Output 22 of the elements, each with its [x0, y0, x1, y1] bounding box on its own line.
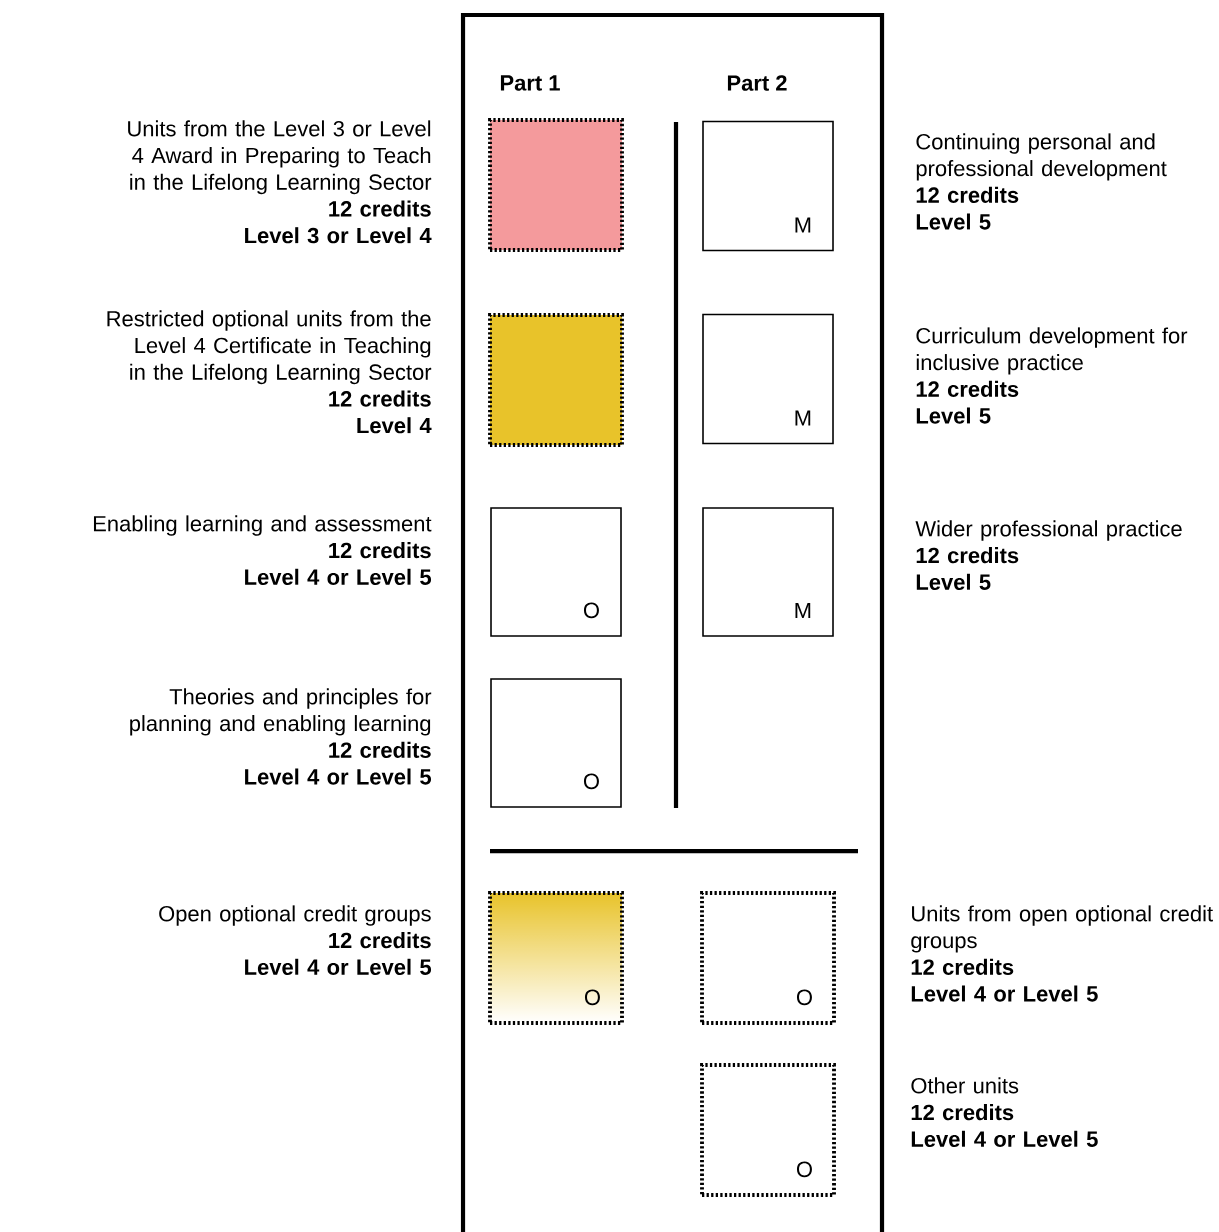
unit-box: O [700, 891, 836, 1025]
unit-box: O [700, 1063, 836, 1197]
unit-description: Other units 12 credits Level 4 or Level 5 [911, 1077, 1098, 1147]
unit-description: Curriculum development for inclusive practice 12 credits Level 5 [916, 327, 1188, 424]
unit-description: Units from open optional credit groups 12 credits Level 4 or Level 5 [911, 905, 1213, 1002]
unit-description: Theories and principles for planning and enabling learning 12 credits Level 4 or Level 5 [130, 688, 432, 785]
unit-description: Continuing personal and professional development 12 credits Level 5 [916, 133, 1167, 230]
unit-description: Restricted optional units from the Level 4 Certificate in Teaching in the Lifelong Learning Sector 12 credits Level 4 [107, 310, 432, 434]
unit-box: O [490, 678, 622, 808]
unit-box: M [702, 120, 834, 252]
unit-description: Enabling learning and assessment 12 credits Level 4 or Level 5 [93, 515, 432, 585]
unit-description: Wider professional practice 12 credits Level 5 [915, 520, 1182, 590]
unit-box: M [702, 313, 834, 445]
unit-box: O [488, 891, 624, 1025]
column-heading: Part 2 [727, 75, 787, 91]
unit-description: Open optional credit groups 12 credits Level 4 or Level 5 [159, 905, 431, 975]
unit-box [488, 313, 624, 447]
column-heading: Part 1 [500, 75, 560, 91]
unit-box: O [490, 507, 622, 637]
unit-box [488, 118, 624, 252]
unit-box: M [702, 507, 834, 637]
unit-description: Units from the Level 3 or Level 4 Award in Preparing to Teach in the Lifelong Learning Sector 12 credits Level 3 or Level 4 [128, 120, 432, 244]
